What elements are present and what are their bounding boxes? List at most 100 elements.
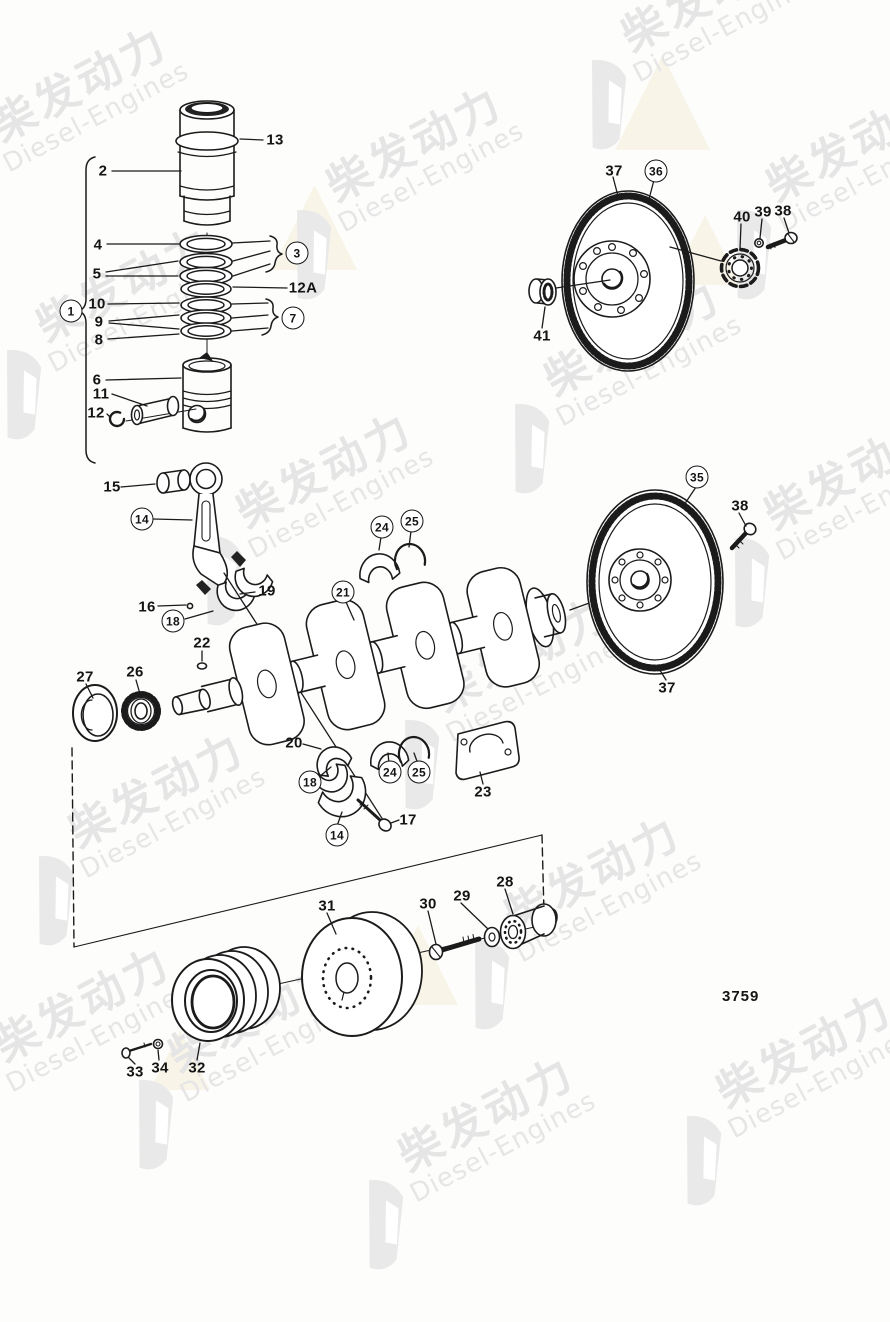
part-label-9-7: 9 [94, 313, 104, 331]
bolt-30-drawing [428, 934, 482, 961]
bolt-38-top-drawing [765, 231, 798, 250]
drawing-number: 3759 [722, 988, 760, 1005]
part-label-11-12: 11 [92, 385, 110, 403]
part-label-10-6: 10 [88, 295, 106, 313]
projection-box [71, 747, 545, 948]
part-label-15-20: 15 [103, 478, 121, 496]
part-label-26-33: 26 [126, 663, 144, 681]
part-label-7-8: 7 [281, 306, 305, 330]
part-label-13-0: 13 [266, 131, 284, 149]
part-label-17-39: 17 [399, 811, 417, 829]
part-label-36-15: 36 [644, 159, 668, 183]
rod-bearing-shells-drawing [216, 567, 274, 612]
bracket-3 [265, 235, 283, 273]
brand-logo-watermark-icon [7, 350, 42, 440]
part-label-30-42: 30 [419, 895, 437, 913]
piston-drawing [182, 352, 232, 433]
part-label-4-2: 4 [93, 236, 103, 254]
part-label-14-38: 14 [325, 823, 349, 847]
brand-logo-watermark-icon [592, 60, 627, 150]
pulley-32-drawing [171, 946, 281, 1042]
part-label-18-23: 18 [161, 609, 185, 633]
leader-lines-front [85, 679, 141, 699]
main-cap-23-drawing [455, 720, 520, 781]
part-label-37-14: 37 [605, 162, 623, 180]
part-label-3-4: 3 [285, 241, 309, 265]
seal-27-drawing [72, 684, 118, 742]
washer-29-drawing [483, 926, 501, 948]
part-label-39-17: 39 [754, 203, 772, 221]
flywheel-top-drawing [561, 190, 695, 372]
brand-logo-watermark-icon [735, 538, 770, 628]
plug-22-drawing [196, 662, 208, 670]
part-label-22-25: 22 [193, 634, 211, 652]
bolt-33-drawing [121, 1042, 153, 1059]
cylinder-liner-drawing [175, 100, 239, 226]
part-label-2-1: 2 [98, 162, 108, 180]
part-label-25-27: 25 [400, 509, 424, 533]
part-label-31-41: 31 [318, 897, 336, 915]
pilot-bearing-drawing [528, 278, 557, 306]
brand-logo-watermark-icon [139, 1080, 174, 1170]
bracket-7 [261, 298, 279, 336]
hub-28-drawing [499, 903, 558, 950]
part-label-24-36: 24 [378, 760, 402, 784]
leader-lines-pulley [128, 888, 514, 1065]
damper-31-drawing [301, 911, 423, 1037]
part-label-35-29: 35 [685, 465, 709, 489]
part-label-28-44: 28 [496, 873, 514, 891]
part-label-20-34: 20 [285, 734, 303, 752]
part-label-37-31: 37 [658, 679, 676, 697]
engine-parts-line-art [71, 100, 798, 1065]
part-label-38-18: 38 [774, 202, 792, 220]
brand-logo-watermark-icon [39, 856, 74, 946]
brand-logo-watermark-icon [515, 404, 550, 494]
part-label-12-13: 12 [87, 404, 105, 422]
part-label-33-45: 33 [126, 1063, 144, 1081]
bolt-17-drawing [356, 798, 392, 832]
circlip-drawing [108, 410, 126, 428]
part-label-24-26: 24 [370, 515, 394, 539]
part-label-19-24: 19 [258, 582, 276, 600]
part-label-18-35: 18 [298, 770, 322, 794]
part-label-8-9: 8 [94, 331, 104, 349]
part-label-23-40: 23 [474, 783, 492, 801]
part-label-40-16: 40 [733, 208, 751, 226]
leader-lines-piston [105, 138, 288, 418]
part-label-14-21: 14 [130, 507, 154, 531]
brand-logo-watermark-icon [297, 210, 332, 300]
part-label-21-28: 21 [331, 580, 355, 604]
piston-pin-drawing [125, 395, 197, 426]
leader-lines-flywheel-right [657, 486, 747, 681]
part-label-34-46: 34 [151, 1059, 169, 1077]
connecting-rod-drawing [156, 462, 246, 610]
brand-logo-watermark-icon [475, 940, 510, 1030]
part-label-12a-5: 12A [288, 279, 318, 297]
part-label-25-37: 25 [407, 760, 431, 784]
part-label-27-32: 27 [76, 668, 94, 686]
piston-rings-drawing [179, 234, 233, 340]
part-label-5-3: 5 [92, 265, 102, 283]
main-shells-top-drawing [359, 542, 427, 584]
gear-26-drawing [121, 691, 161, 731]
crankshaft-drawing [171, 566, 567, 746]
part-label-38-30: 38 [731, 497, 749, 515]
washer-39-drawing [753, 238, 764, 249]
part-label-16-22: 16 [138, 598, 156, 616]
parts-diagram-page: { "page": { "type": "exploded-parts-diag… [0, 0, 890, 1270]
part-label-6-11: 6 [92, 371, 102, 389]
flywheel-right-drawing [586, 489, 724, 675]
part-label-32-47: 32 [188, 1059, 206, 1077]
leader-lines-flywheel-top [541, 176, 790, 329]
part-label-41-19: 41 [533, 327, 551, 345]
washer-34-drawing [152, 1038, 164, 1050]
part-label-1-10: 1 [59, 299, 83, 323]
